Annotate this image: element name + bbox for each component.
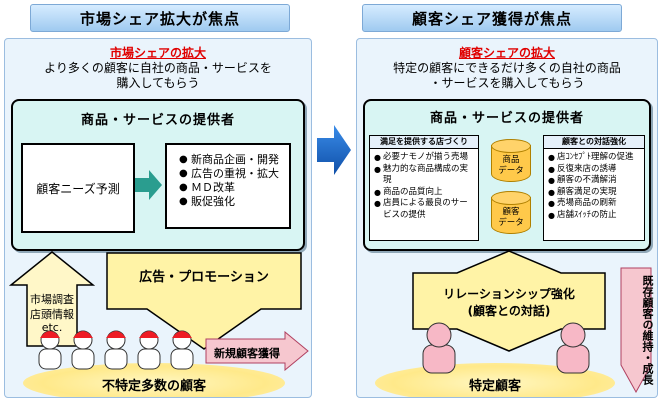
- action-item: 新商品企画・開発: [179, 153, 289, 167]
- actions-list: 新商品企画・開発 広告の重視・拡大 ＭＤ改革 販促強化: [179, 153, 289, 209]
- right-header: 顧客シェア獲得が焦点: [362, 4, 622, 32]
- dialog-box: 顧客との対話強化 店ｺﾝｾﾌﾟﾄ理解の促進 反復来店の誘導 顧客の不満解消 顧客…: [543, 135, 645, 241]
- needs-box: 顧客ニーズ予測: [21, 143, 135, 233]
- actions-box: 新商品企画・開発 広告の重視・拡大 ＭＤ改革 販促強化: [165, 143, 291, 229]
- relationship-line2: (顧客との対話): [467, 304, 551, 318]
- right-audience-label: 特定顧客: [468, 379, 521, 394]
- dialog-item: 顧客満足の実現: [548, 187, 642, 199]
- transition-arrow-icon: [317, 125, 351, 175]
- needs-label: 顧客ニーズ予測: [36, 181, 120, 196]
- store-list: 必要ナモノが揃う売場 魅力的な商品構成の実現 商品の品質向上 店員による最良のサ…: [374, 152, 474, 221]
- left-provider-box: 商品・サービスの提供者 顧客ニーズ予測 新商品企画・開発 広告の重視・拡大 ＭＤ…: [11, 99, 305, 251]
- specific-customer-left-icon: [422, 322, 456, 374]
- left-lead-line2: 購入してもらう: [116, 76, 200, 90]
- db-product-line1: 商品: [502, 155, 520, 165]
- action-item: 広告の重視・拡大: [179, 167, 289, 181]
- retention-down-arrow-icon: [620, 267, 652, 393]
- store-item: 商品の品質向上: [374, 187, 474, 199]
- relationship-line1: リレーションシップ強化: [443, 287, 575, 301]
- store-item: 魅力的な商品構成の実現: [374, 164, 474, 187]
- new-customer-arrow-icon: [205, 331, 309, 371]
- people-group-icon: [38, 330, 194, 370]
- retention-label: 既存顧客の維持・成長: [641, 275, 654, 385]
- store-item: 必要ナモノが揃う売場: [374, 152, 474, 164]
- research-line2: 店頭情報: [30, 308, 74, 321]
- dialog-item: 反復来店の誘導: [548, 164, 642, 176]
- dialog-item: 顧客の不満解消: [548, 175, 642, 187]
- right-focus-label: 顧客シェアの拡大: [458, 46, 555, 60]
- left-header: 市場シェア拡大が焦点: [30, 4, 290, 32]
- right-panel: 顧客シェアの拡大 特定の顧客にできるだけ多くの自社の商品 ・サービスを購入しても…: [356, 38, 658, 398]
- dialog-list: 店ｺﾝｾﾌﾟﾄ理解の促進 反復来店の誘導 顧客の不満解消 顧客満足の実現 売場商…: [548, 152, 642, 221]
- db-customer-line1: 顧客: [502, 207, 520, 217]
- left-lead-line1: より多くの顧客に自社の商品・サービスを: [44, 61, 272, 75]
- left-header-text: 市場シェア拡大が焦点: [79, 9, 240, 28]
- action-item: 販促強化: [179, 195, 289, 209]
- dialog-title: 顧客との対話強化: [543, 135, 645, 149]
- left-panel: 市場シェアの拡大 より多くの顧客に自社の商品・サービスを 購入してもらう 商品・…: [4, 38, 312, 398]
- left-provider-title: 商品・サービスの提供者: [80, 113, 235, 128]
- store-title: 満足を提供する店づくり: [369, 135, 479, 149]
- promotion-label: 広告・プロモーション: [139, 270, 269, 285]
- db-customer-line2: データ: [498, 218, 524, 228]
- store-item: 店員による最良のサービスの提供: [374, 198, 474, 221]
- right-provider-box: 商品・サービスの提供者 満足を提供する店づくり 必要ナモノが揃う売場 魅力的な商…: [363, 99, 651, 251]
- dialog-item: 店ｺﾝｾﾌﾟﾄ理解の促進: [548, 152, 642, 164]
- left-audience-label: 不特定多数の顧客: [101, 379, 206, 394]
- db-product-line2: データ: [498, 166, 524, 176]
- promotion-down-arrow-icon: [106, 252, 302, 350]
- right-lead-line2: ・サービスを購入してもらう: [429, 76, 585, 90]
- specific-customer-right-icon: [556, 322, 590, 374]
- green-arrow-icon: [135, 170, 162, 200]
- store-box: 満足を提供する店づくり 必要ナモノが揃う売場 魅力的な商品構成の実現 商品の品質…: [369, 135, 479, 241]
- action-item: ＭＤ改革: [179, 181, 289, 195]
- left-focus-label: 市場シェアの拡大: [109, 46, 206, 60]
- dialog-item: 売場商品の刷新: [548, 198, 642, 210]
- dialog-item: 店舗ｽｲｯﾁの防止: [548, 210, 642, 222]
- right-header-text: 顧客シェア獲得が焦点: [411, 9, 572, 28]
- new-customer-label: 新規顧客獲得: [214, 347, 280, 360]
- research-line1: 市場調査: [30, 293, 74, 306]
- relationship-double-arrow-icon: [412, 250, 606, 352]
- right-provider-title: 商品・サービスの提供者: [429, 111, 584, 126]
- research-line3: etc.: [41, 321, 63, 334]
- right-lead-line1: 特定の顧客にできるだけ多くの自社の商品: [393, 61, 621, 75]
